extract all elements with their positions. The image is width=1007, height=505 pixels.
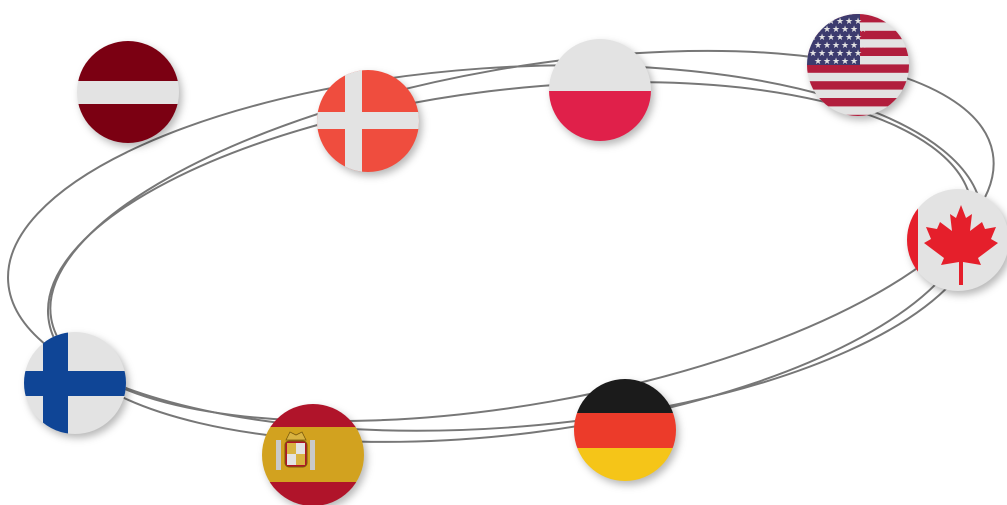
orbit-line [49, 49, 995, 423]
star-icon: ★ [836, 33, 844, 43]
star-icon: ★ [827, 49, 835, 59]
star-icon: ★ [818, 33, 826, 43]
usa-flag: ★★★★★★★★★★★★★★★★★★★★★★★★★★★★★★★★★★★★ [807, 14, 909, 116]
star-icon: ★ [850, 25, 858, 35]
denmark-flag [317, 70, 419, 172]
star-icon: ★ [854, 33, 862, 43]
spain-flag [262, 404, 364, 505]
germany-flag [574, 379, 676, 481]
canada-flag [907, 189, 1007, 291]
star-icon: ★ [845, 49, 853, 59]
star-icon: ★ [841, 41, 849, 51]
star-icon: ★ [832, 41, 840, 51]
finland-flag [24, 332, 126, 434]
star-icon: ★ [827, 33, 835, 43]
star-icon: ★ [832, 57, 840, 67]
maple-leaf-icon [924, 205, 998, 285]
star-icon: ★ [823, 57, 831, 67]
star-icon: ★ [809, 17, 817, 27]
star-icon: ★ [823, 41, 831, 51]
star-icon: ★ [859, 41, 867, 51]
star-icon: ★ [832, 25, 840, 35]
star-icon: ★ [854, 17, 862, 27]
star-icon: ★ [814, 57, 822, 67]
star-icon: ★ [841, 57, 849, 67]
star-icon: ★ [859, 57, 867, 67]
star-icon: ★ [845, 17, 853, 27]
star-icon: ★ [823, 25, 831, 35]
star-icon: ★ [859, 25, 867, 35]
star-icon: ★ [841, 25, 849, 35]
star-icon: ★ [818, 17, 826, 27]
star-icon: ★ [836, 49, 844, 59]
star-icon: ★ [845, 33, 853, 43]
star-icon: ★ [814, 41, 822, 51]
star-icon: ★ [850, 41, 858, 51]
star-icon: ★ [809, 49, 817, 59]
star-icon: ★ [827, 17, 835, 27]
star-icon: ★ [854, 49, 862, 59]
star-icon: ★ [818, 49, 826, 59]
star-icon: ★ [836, 17, 844, 27]
coat-of-arms-icon [276, 431, 315, 470]
star-icon: ★ [850, 57, 858, 67]
